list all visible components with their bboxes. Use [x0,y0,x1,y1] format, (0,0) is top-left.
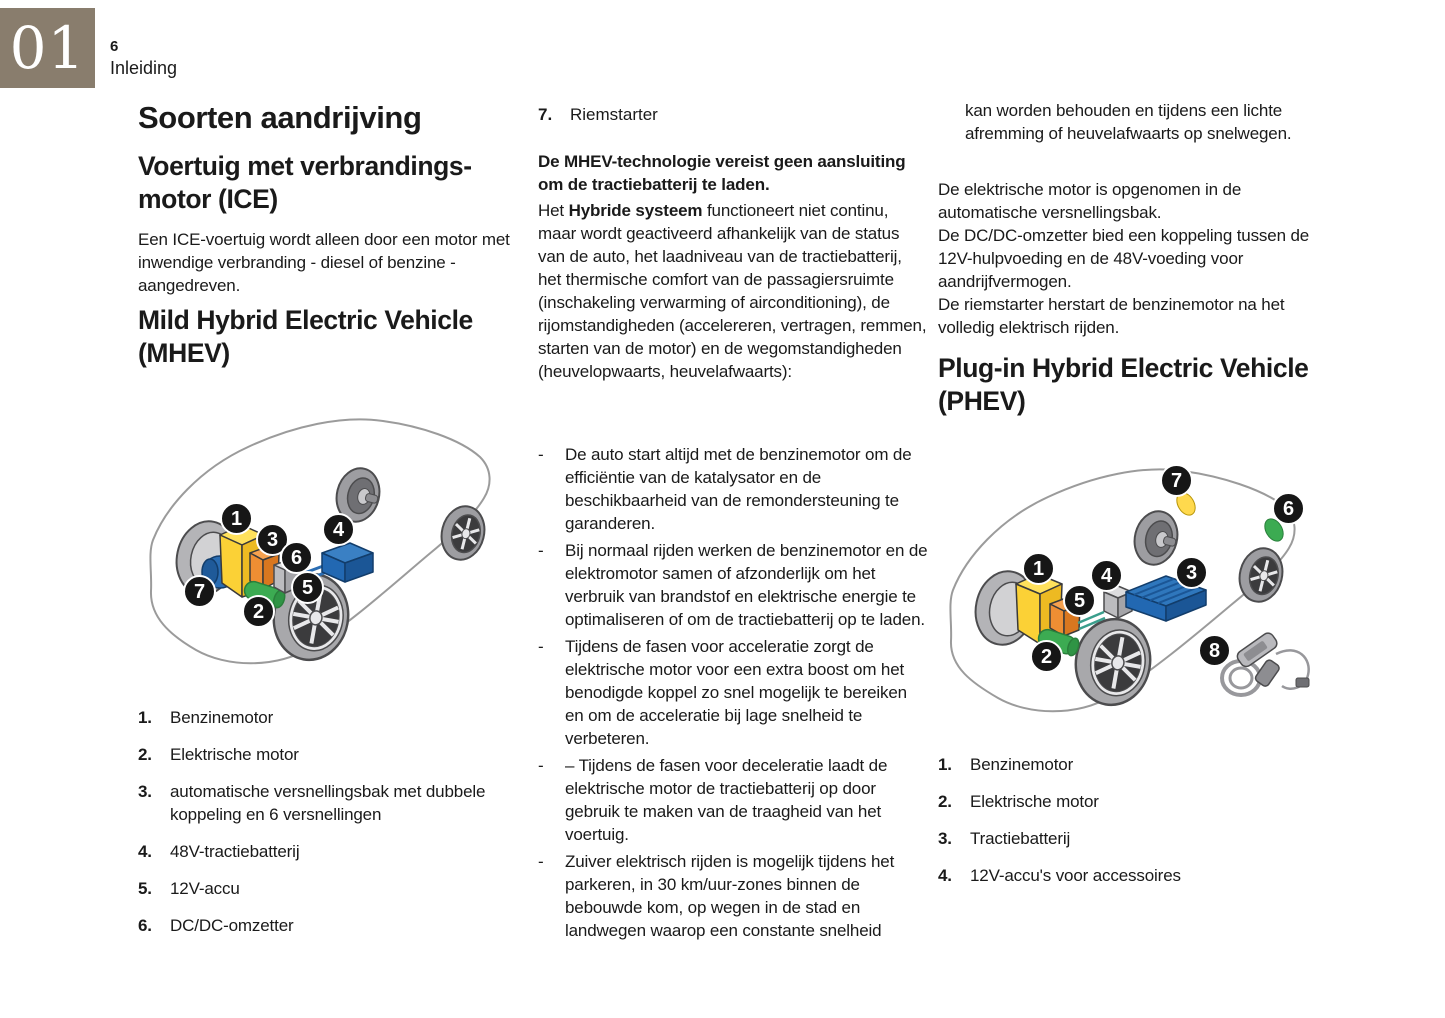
phev-legend: 1.Benzinemotor 2.Elektrische motor 3.Tra… [938,753,1322,901]
paragraph: De riemstarter herstart de benzinemotor … [938,295,1285,337]
legend-item: 2.Elektrische motor [138,745,299,764]
phev-diagram: 1 2 3 4 5 6 7 8 [938,440,1328,740]
ice-paragraph: Een ICE-voertuig wordt alleen door een m… [138,230,510,295]
page-title: Soorten aandrijving [138,100,422,135]
mhev-marker-5: 5 [291,571,324,604]
phev-marker-7: 7 [1160,464,1193,497]
phev-marker-6: 6 [1272,492,1305,525]
phev-marker-5: 5 [1063,584,1096,617]
ice-heading: Voertuig met verbrandings-motor (ICE) [138,151,472,214]
legend-item: 4.48V-tractiebatterij [138,842,300,861]
wheel-far-front [1133,510,1179,566]
mhev-car-illustration [149,418,491,665]
hybride-systeem-bold: Hybride systeem [568,201,703,220]
battery-48v [321,542,374,583]
mhev-marker-1: 1 [220,502,253,535]
summary-paragraphs: De elektrische motor is opgenomen in de … [938,178,1322,339]
column-right: kan worden behouden en tijdens een licht… [938,0,1322,1018]
phev-marker-8: 8 [1198,634,1231,667]
mhev-intro-bold: De MHEV-technologie vereist geen aanslui… [538,152,906,194]
legend-item: 1.Benzinemotor [138,708,274,727]
wheel-far-front [335,467,381,523]
chapter-badge: 01 [0,8,95,88]
mhev-heading: Mild Hybrid Electric Vehicle (MHEV) [138,305,473,368]
dash-bullet: - [538,541,544,560]
paragraph: De elektrische motor is opgenomen in de … [938,180,1242,222]
wheel-rear-left [1074,617,1152,707]
mhev-legend: 1.Benzinemotor 2.Elektrische motor 3.aut… [138,706,516,951]
column-middle: 7. Riemstarter De MHEV-technologie verei… [538,0,928,1018]
bullet-item: -Bij normaal rijden werken de benzinemot… [538,541,928,629]
dash-bullet: - [538,445,544,464]
phev-marker-4: 4 [1090,559,1123,592]
phev-marker-3: 3 [1175,556,1208,589]
bullet-item: -– Tijdens de fasen voor deceleratie laa… [538,756,888,844]
bullet-item: -De auto start altijd met de benzinemoto… [538,445,912,533]
legend-item: 5.12V-accu [138,879,240,898]
paragraph: De DC/DC-omzetter bied een koppeling tus… [938,226,1310,291]
drive-shaft [1077,610,1106,631]
legend-item-7: 7. Riemstarter [538,105,658,124]
legend-item: 3.automatische versnellingsbak met dubbe… [138,782,486,824]
wheel-rear-right [1238,547,1284,603]
section-title: Inleiding [110,58,178,78]
mhev-marker-4: 4 [322,513,355,546]
chapter-number: 01 [9,14,86,82]
phev-heading: Plug-in Hybrid Electric Vehicle (PHEV) [938,353,1309,416]
mhev-diagram: 1 2 3 4 5 6 7 [138,395,510,695]
phev-car-illustration [949,468,1310,713]
legend-item: 4.12V-accu's voor accessoires [938,866,1181,885]
mhev-marker-6: 6 [280,541,313,574]
page-number: 6 [110,38,119,55]
wheel-rear-right [440,505,486,561]
dash-bullet: - [538,637,544,656]
bullet-item: -Tijdens de fasen voor acceleratie zorgt… [538,637,907,748]
dash-bullet: - [538,852,544,871]
charging-cable [1220,632,1310,697]
phev-marker-1: 1 [1022,552,1055,585]
legend-item: 3.Tractiebatterij [938,829,1071,848]
mhev-bullet-list: -De auto start altijd met de benzinemoto… [538,443,928,946]
legend-item: 1.Benzinemotor [938,755,1074,774]
dash-bullet: - [538,756,544,775]
column-left: Soorten aandrijving Voertuig met verbran… [138,0,516,1018]
bullet-item: -Zuiver elektrisch rijden is mogelijk ti… [538,852,895,940]
mhev-description: Het Hybride systeem functioneert niet co… [538,201,927,381]
legend-item: 2.Elektrische motor [938,792,1099,811]
mhev-marker-2: 2 [242,595,275,628]
mhev-marker-7: 7 [183,575,216,608]
phev-marker-2: 2 [1030,640,1063,673]
bullet-continuation: kan worden behouden en tijdens een licht… [965,101,1292,143]
legend-item: 6.DC/DC-omzetter [138,916,294,935]
charge-flap [1264,518,1284,542]
